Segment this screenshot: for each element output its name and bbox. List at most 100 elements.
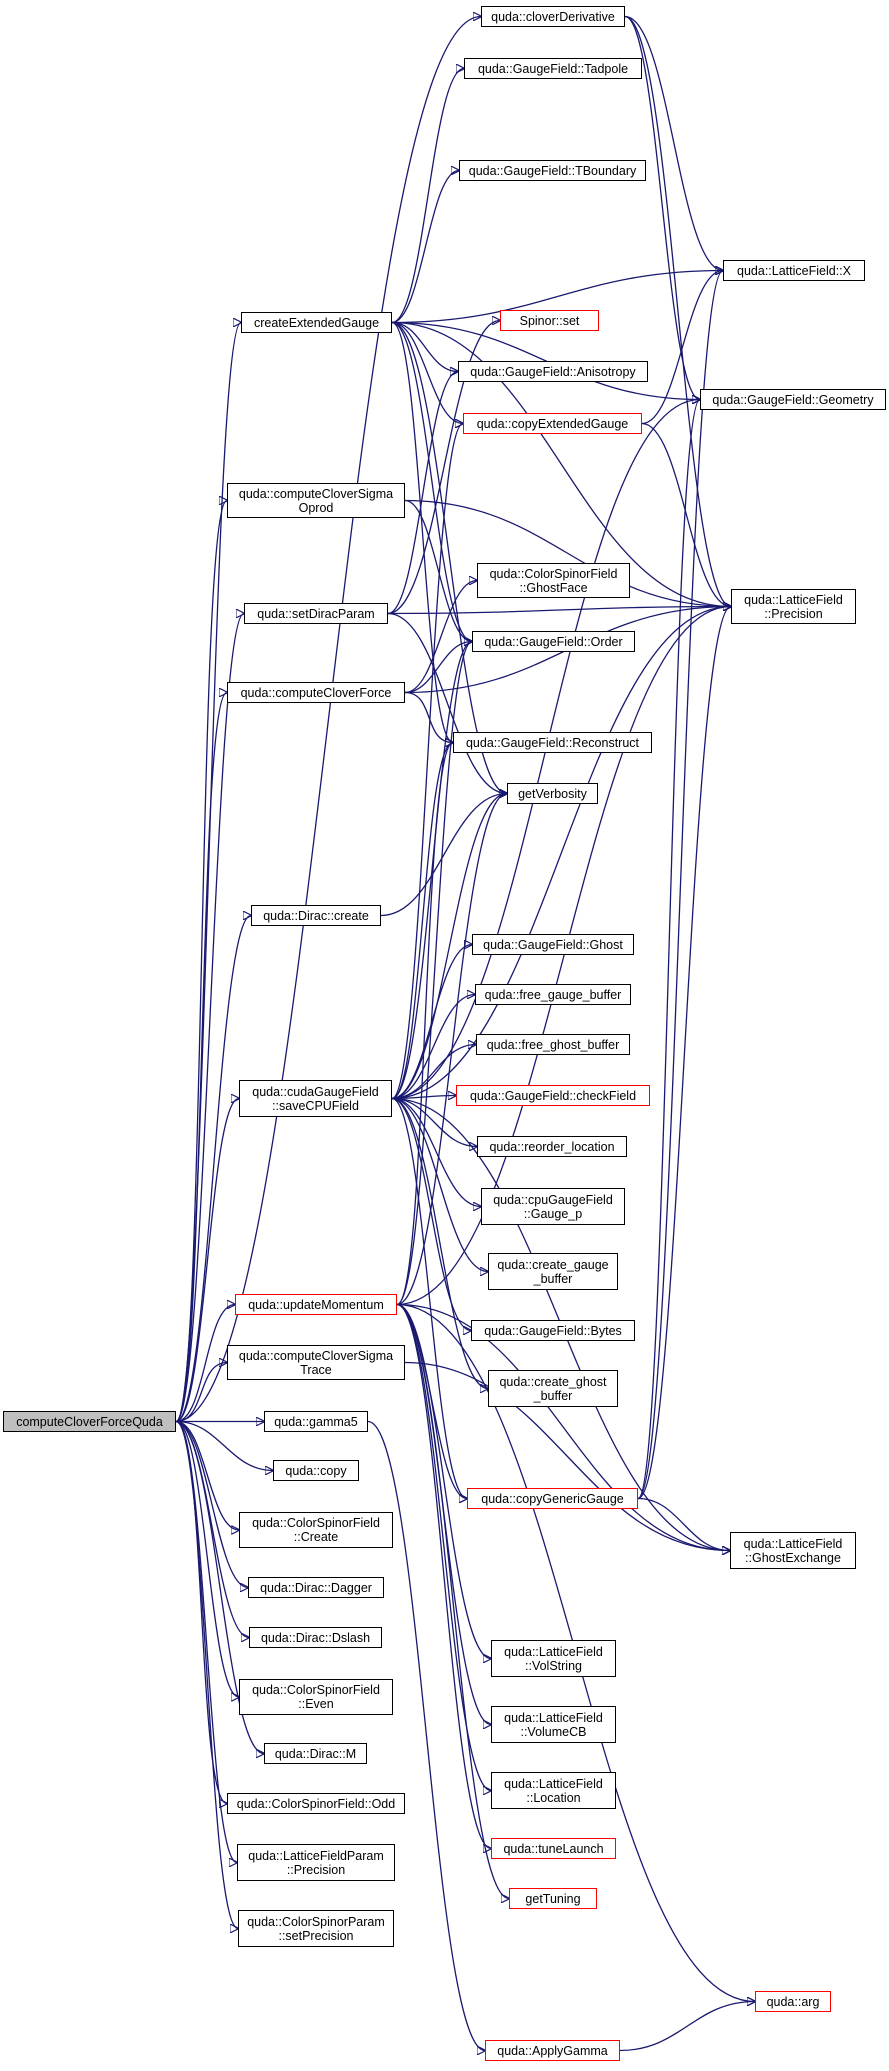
node-update-momentum[interactable]: quda::updateMomentum	[235, 1294, 397, 1315]
node-colorspinorfield-odd[interactable]: quda::ColorSpinorField::Odd	[227, 1793, 405, 1814]
edge-createExtendedGauge-to-copyExtendedGauge	[391, 321, 463, 424]
edge-setDiracParam-to-latticePrecision	[387, 607, 731, 615]
node-colorspinorparam-setprecision[interactable]: quda::ColorSpinorParam ::setPrecision	[238, 1910, 394, 1947]
node-tune-launch[interactable]: quda::tuneLaunch	[491, 1838, 616, 1859]
edge-updateMomentum-to-ghostExchange	[396, 1303, 730, 1551]
node-create-gauge-buffer[interactable]: quda::create_gauge _buffer	[488, 1253, 618, 1290]
edge-saveCPUField-to-gaugeP	[391, 1097, 481, 1207]
edge-copyGenericGauge-to-ghostExchange	[637, 1497, 730, 1551]
edge-root-to-computeCloverSigmaOprod	[175, 501, 227, 1423]
node-cpugaugefield-gauge-p[interactable]: quda::cpuGaugeField ::Gauge_p	[481, 1188, 625, 1225]
node-set-dirac-param[interactable]: quda::setDiracParam	[244, 603, 388, 624]
root-node-computecloverforcequda: computeCloverForceQuda	[3, 1411, 176, 1432]
node-free-ghost-buffer[interactable]: quda::free_ghost_buffer	[476, 1034, 630, 1055]
edge-saveCPUField-to-freeGhostBuffer	[391, 1045, 476, 1100]
edge-updateMomentum-to-volString	[396, 1303, 491, 1659]
edge-updateMomentum-to-getVerbosity	[396, 794, 507, 1306]
edge-updateMomentum-to-latticePrecision	[396, 607, 731, 1306]
edge-root-to-diracCreate	[175, 916, 251, 1423]
edge-root-to-updateMomentum	[175, 1305, 235, 1423]
edge-copyExtendedGauge-to-latticeX	[641, 271, 723, 425]
node-colorspinorfield-create[interactable]: quda::ColorSpinorField ::Create	[239, 1512, 393, 1548]
edge-cloverDerivative-to-latticeX	[624, 15, 723, 271]
edge-saveCPUField-to-copyGenericGauge	[391, 1097, 467, 1499]
node-latticefield-location[interactable]: quda::LatticeField ::Location	[491, 1772, 616, 1809]
node-dirac-dagger[interactable]: quda::Dirac::Dagger	[248, 1577, 384, 1598]
edge-saveCPUField-to-latticePrecision	[391, 607, 731, 1100]
node-latticefieldparam-precision[interactable]: quda::LatticeFieldParam ::Precision	[237, 1844, 395, 1881]
node-gaugefield-tboundary[interactable]: quda::GaugeField::TBoundary	[459, 160, 646, 181]
edge-applyGamma-to-arg	[619, 2002, 755, 2052]
node-copy-generic-gauge[interactable]: quda::copyGenericGauge	[467, 1488, 638, 1509]
edge-createExtendedGauge-to-tadpole	[391, 69, 464, 324]
edge-gamma5-to-applyGamma	[367, 1420, 485, 2051]
edge-computeCloverSigmaOprod-to-latticePrecision	[404, 499, 731, 607]
edge-saveCPUField-to-reconstruct	[391, 743, 453, 1100]
node-latticefield-precision[interactable]: quda::LatticeField ::Precision	[731, 589, 856, 624]
node-apply-gamma[interactable]: quda::ApplyGamma	[485, 2040, 620, 2061]
node-compute-clover-sigma-trace[interactable]: quda::computeCloverSigma Trace	[227, 1345, 405, 1380]
edge-updateMomentum-to-location	[396, 1303, 491, 1791]
node-arg[interactable]: quda::arg	[755, 1991, 831, 2012]
edge-root-to-setDiracParam	[175, 614, 244, 1423]
edge-computeCloverForce-to-order	[404, 642, 472, 694]
edge-root-to-setPrecision	[175, 1420, 238, 1929]
node-colorspinorfield-ghostface[interactable]: quda::ColorSpinorField ::GhostFace	[477, 563, 630, 598]
node-gaugefield-ghost[interactable]: quda::GaugeField::Ghost	[472, 934, 634, 955]
node-gaugefield-bytes[interactable]: quda::GaugeField::Bytes	[471, 1320, 635, 1341]
node-latticefield-ghostexchange[interactable]: quda::LatticeField ::GhostExchange	[730, 1532, 856, 1569]
edge-updateMomentum-to-getTuning	[396, 1303, 509, 1899]
edge-createExtendedGauge-to-latticeX	[391, 271, 723, 324]
node-get-verbosity[interactable]: getVerbosity	[507, 783, 598, 804]
node-latticefield-volstring[interactable]: quda::LatticeField ::VolString	[491, 1640, 616, 1677]
edge-cloverDerivative-to-geometry	[624, 15, 700, 400]
edge-root-to-copy	[175, 1420, 273, 1471]
edge-saveCPUField-to-order	[391, 642, 472, 1100]
node-copy[interactable]: quda::copy	[273, 1460, 359, 1481]
node-gaugefield-order[interactable]: quda::GaugeField::Order	[472, 631, 635, 652]
edge-root-to-diracM	[175, 1420, 264, 1754]
edge-root-to-computeCloverForce	[175, 693, 227, 1423]
node-get-tuning[interactable]: getTuning	[509, 1888, 597, 1909]
edge-root-to-dagger	[175, 1420, 248, 1588]
node-latticefield-x[interactable]: quda::LatticeField::X	[723, 260, 865, 281]
edge-root-to-saveCPUField	[175, 1099, 239, 1423]
node-gaugefield-reconstruct[interactable]: quda::GaugeField::Reconstruct	[453, 732, 652, 753]
edge-updateMomentum-to-order	[396, 642, 472, 1306]
node-spinor-set[interactable]: Spinor::set	[500, 310, 599, 331]
node-gaugefield-geometry[interactable]: quda::GaugeField::Geometry	[700, 389, 886, 410]
edge-computeCloverSigmaTrace-to-ghostExchange	[404, 1361, 730, 1551]
edge-setDiracParam-to-getVerbosity	[387, 612, 507, 794]
node-create-extended-gauge[interactable]: createExtendedGauge	[241, 312, 392, 333]
edge-root-to-paramPrecision	[175, 1420, 237, 1863]
node-reorder-location[interactable]: quda::reorder_location	[477, 1136, 627, 1157]
node-gamma5[interactable]: quda::gamma5	[264, 1411, 368, 1432]
node-copy-extended-gauge[interactable]: quda::copyExtendedGauge	[463, 413, 642, 434]
node-create-ghost-buffer[interactable]: quda::create_ghost _buffer	[488, 1370, 618, 1407]
node-compute-clover-sigma-oprod[interactable]: quda::computeCloverSigma Oprod	[227, 483, 405, 518]
node-colorspinorfield-even[interactable]: quda::ColorSpinorField ::Even	[239, 1679, 393, 1715]
edge-saveCPUField-to-reorderLocation	[391, 1097, 477, 1147]
edge-computeCloverSigmaOprod-to-order	[404, 499, 472, 642]
edge-updateMomentum-to-tuneLaunch	[396, 1303, 491, 1849]
edge-setDiracParam-to-anisotropy	[387, 372, 458, 615]
edge-saveCPUField-to-createGaugeBuffer	[391, 1097, 488, 1272]
edge-saveCPUField-to-createGhostBuffer	[391, 1097, 488, 1389]
node-save-cpu-field[interactable]: quda::cudaGaugeField ::saveCPUField	[239, 1080, 392, 1117]
node-compute-clover-force[interactable]: quda::computeCloverForce	[227, 682, 405, 703]
node-gaugefield-tadpole[interactable]: quda::GaugeField::Tadpole	[464, 58, 642, 79]
node-clover-derivative[interactable]: quda::cloverDerivative	[481, 6, 625, 27]
edge-root-to-cloverDerivative	[175, 17, 481, 1423]
node-gaugefield-checkfield[interactable]: quda::GaugeField::checkField	[456, 1085, 650, 1106]
node-free-gauge-buffer[interactable]: quda::free_gauge_buffer	[475, 984, 631, 1005]
edge-root-to-even	[175, 1420, 239, 1698]
edge-copyGenericGauge-to-latticeX	[637, 271, 723, 1500]
node-latticefield-volumecb[interactable]: quda::LatticeField ::VolumeCB	[491, 1706, 616, 1743]
node-dirac-m[interactable]: quda::Dirac::M	[264, 1743, 367, 1764]
node-dirac-create[interactable]: quda::Dirac::create	[251, 905, 381, 926]
edge-root-to-computeCloverSigmaTrace	[175, 1363, 227, 1423]
node-gaugefield-anisotropy[interactable]: quda::GaugeField::Anisotropy	[458, 361, 648, 382]
node-dirac-dslash[interactable]: quda::Dirac::Dslash	[249, 1627, 382, 1648]
